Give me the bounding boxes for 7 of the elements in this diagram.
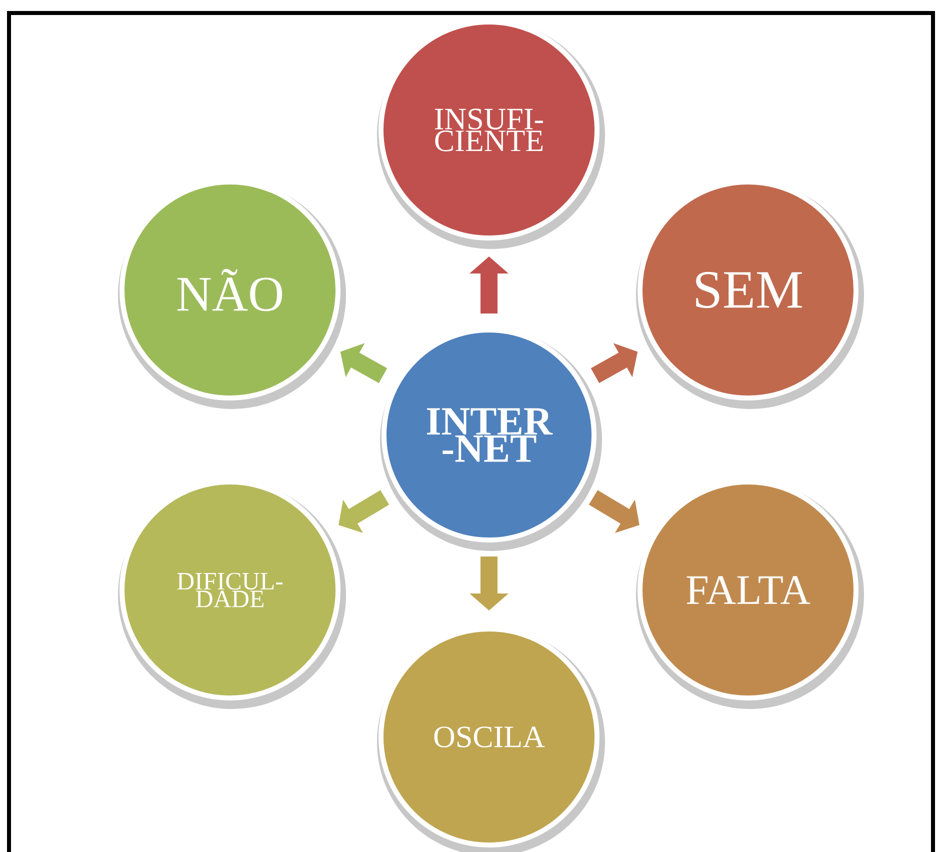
circle-node: SEM [636,180,864,409]
circle-node: NÃO [118,180,346,409]
block-arrow [338,490,390,534]
circle-node: DIFICUL- DADE [118,480,346,709]
circle-node: INSUFI- CIENTE [377,20,605,249]
circle-node: FALTA [636,480,864,709]
circle-node: INTER -NET [380,328,602,551]
